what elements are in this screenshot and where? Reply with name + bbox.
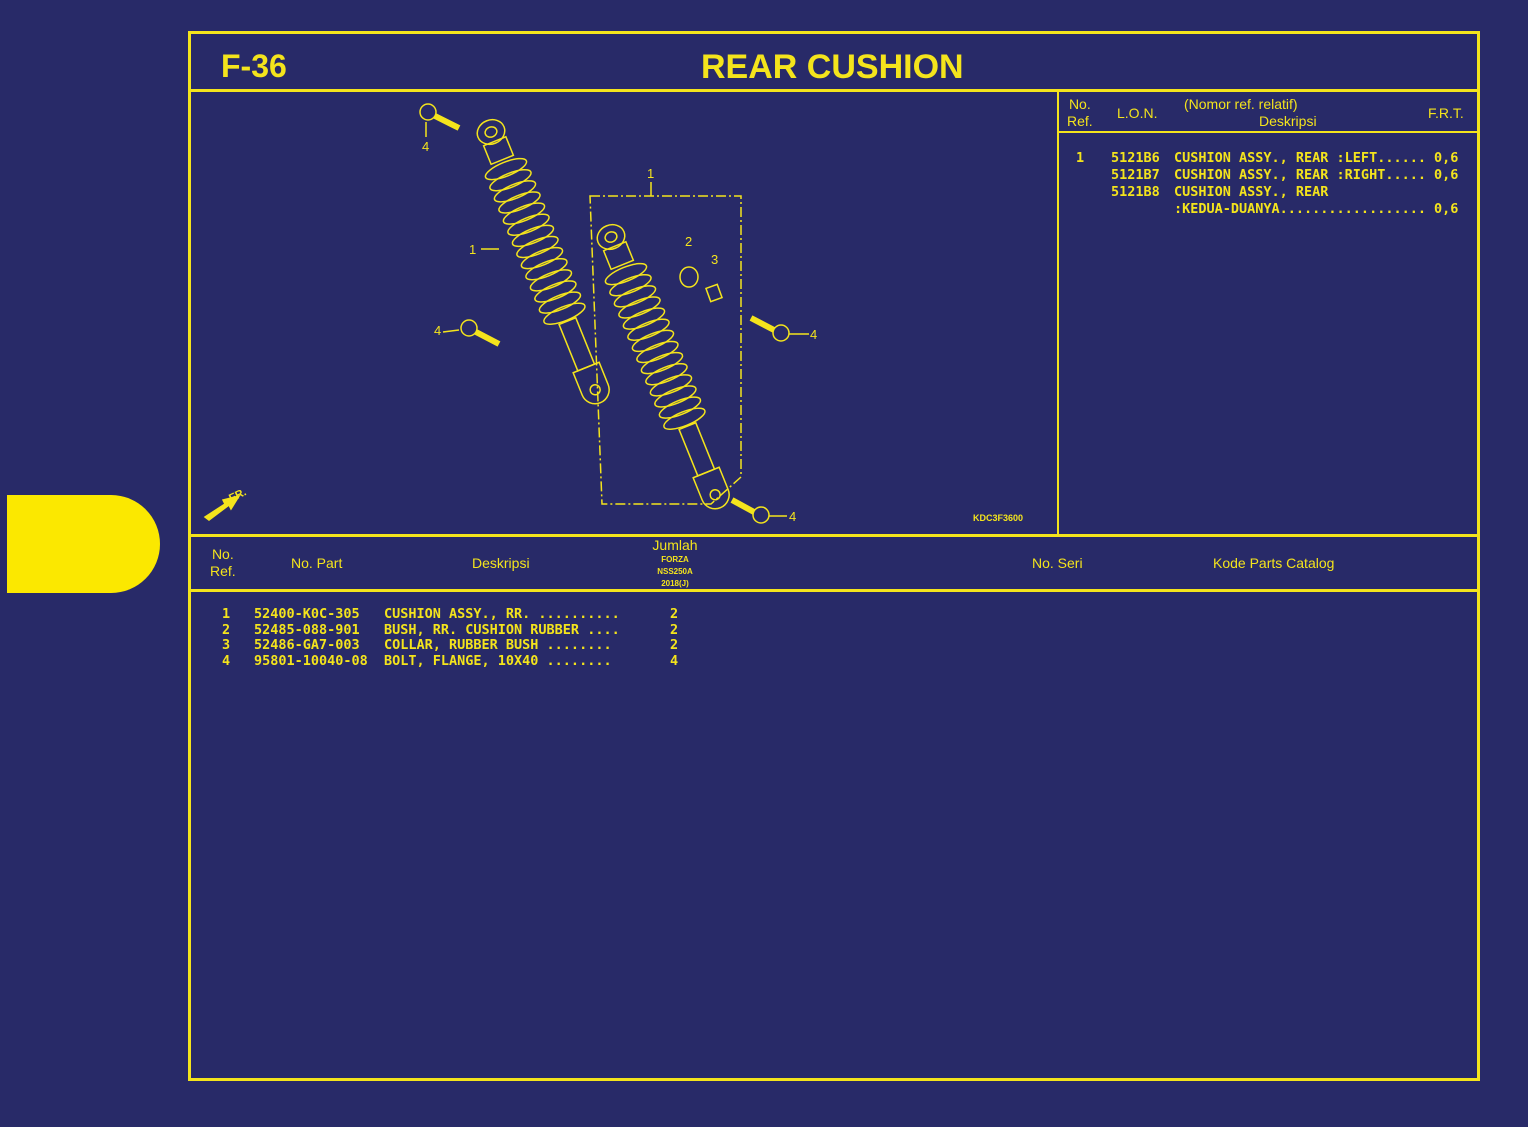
- part-number: 52400-K0C-305: [254, 606, 360, 622]
- section-code: F-36: [221, 48, 287, 84]
- shock-absorber-left: [476, 118, 610, 405]
- bush: [679, 266, 699, 288]
- part-number: 52485-088-901: [254, 622, 360, 638]
- frt: 0,6: [1434, 201, 1459, 217]
- divider: [1057, 90, 1059, 536]
- ref-no: 1: [1076, 150, 1085, 166]
- col-header-no-ref: No. Ref.: [210, 546, 236, 579]
- model-year: 2018(J): [661, 579, 689, 588]
- qty: 2: [670, 622, 679, 638]
- col-header-frt: F.R.T.: [1428, 105, 1464, 121]
- desc: BOLT, FLANGE, 10X40 ........: [384, 653, 612, 669]
- bolt: [749, 315, 790, 342]
- callout: 4: [789, 509, 796, 524]
- divider: [191, 589, 1477, 592]
- frt: 0,6: [1434, 167, 1459, 183]
- page-title: REAR CUSHION: [701, 48, 964, 86]
- divider: [191, 534, 1477, 537]
- desc: COLLAR, RUBBER BUSH ........: [384, 637, 612, 653]
- lon: 5121B6: [1111, 150, 1160, 166]
- front-label: FR.: [227, 486, 248, 504]
- col-header-serial: No. Seri: [1032, 555, 1083, 571]
- side-nav-tab[interactable]: [7, 495, 160, 593]
- col-header-no-ref: No. Ref.: [1067, 96, 1093, 129]
- model-name: FORZA: [661, 555, 689, 564]
- bolt: [460, 319, 501, 347]
- ref-no: 2: [222, 622, 231, 638]
- collar: [705, 283, 723, 303]
- desc: CUSHION ASSY., REAR :RIGHT.....: [1174, 167, 1426, 183]
- part-number: 95801-10040-08: [254, 653, 368, 669]
- assembly-box: [589, 195, 742, 505]
- parts-sheet: F-36 REAR CUSHION: [188, 31, 1480, 1081]
- bolt: [730, 497, 770, 524]
- desc: :KEDUA-DUANYA..................: [1174, 201, 1426, 217]
- frt: 0,6: [1434, 150, 1459, 166]
- lon: 5121B7: [1111, 167, 1160, 183]
- drawing-code: KDC3F3600: [973, 513, 1023, 523]
- qty: 2: [670, 606, 679, 622]
- bolt: [419, 103, 461, 131]
- exploded-diagram: 1 1 2 3 4 4 4 4 FR. KDC3F3600: [203, 103, 1023, 524]
- front-arrow-icon: [203, 494, 241, 521]
- ref-no: 3: [222, 637, 231, 653]
- col-header-catalog: Kode Parts Catalog: [1213, 555, 1335, 571]
- desc: CUSHION ASSY., REAR: [1174, 184, 1329, 200]
- shock-absorber-right: [596, 223, 730, 510]
- part-number: 52486-GA7-003: [254, 637, 360, 653]
- lon: 5121B8: [1111, 184, 1160, 200]
- col-header-part: No. Part: [291, 555, 343, 571]
- qty-label: Jumlah: [652, 537, 698, 553]
- qty: 2: [670, 637, 679, 653]
- callout: 1: [469, 242, 476, 257]
- col-header-desc: Deskripsi: [472, 555, 530, 571]
- desc: BUSH, RR. CUSHION RUBBER ....: [384, 622, 620, 638]
- ref-no: 4: [222, 653, 231, 669]
- callout: 2: [685, 234, 692, 249]
- callout: 4: [810, 327, 817, 342]
- desc: CUSHION ASSY., RR. ..........: [384, 606, 620, 622]
- divider: [191, 89, 1477, 92]
- callout: 1: [647, 166, 654, 181]
- col-header-desc-note: (Nomor ref. relatif): [1184, 96, 1298, 112]
- col-header-desc: Deskripsi: [1259, 113, 1317, 129]
- callout: 4: [422, 139, 429, 154]
- qty: 4: [670, 653, 679, 669]
- divider: [1059, 131, 1477, 133]
- callout: 3: [711, 252, 718, 267]
- callout: 4: [434, 323, 441, 338]
- desc: CUSHION ASSY., REAR :LEFT......: [1174, 150, 1426, 166]
- col-header-lon: L.O.N.: [1117, 105, 1158, 121]
- ref-no: 1: [222, 606, 231, 622]
- model-code: NSS250A: [657, 567, 693, 576]
- col-header-qty: Jumlah FORZA NSS250A 2018(J): [631, 537, 719, 590]
